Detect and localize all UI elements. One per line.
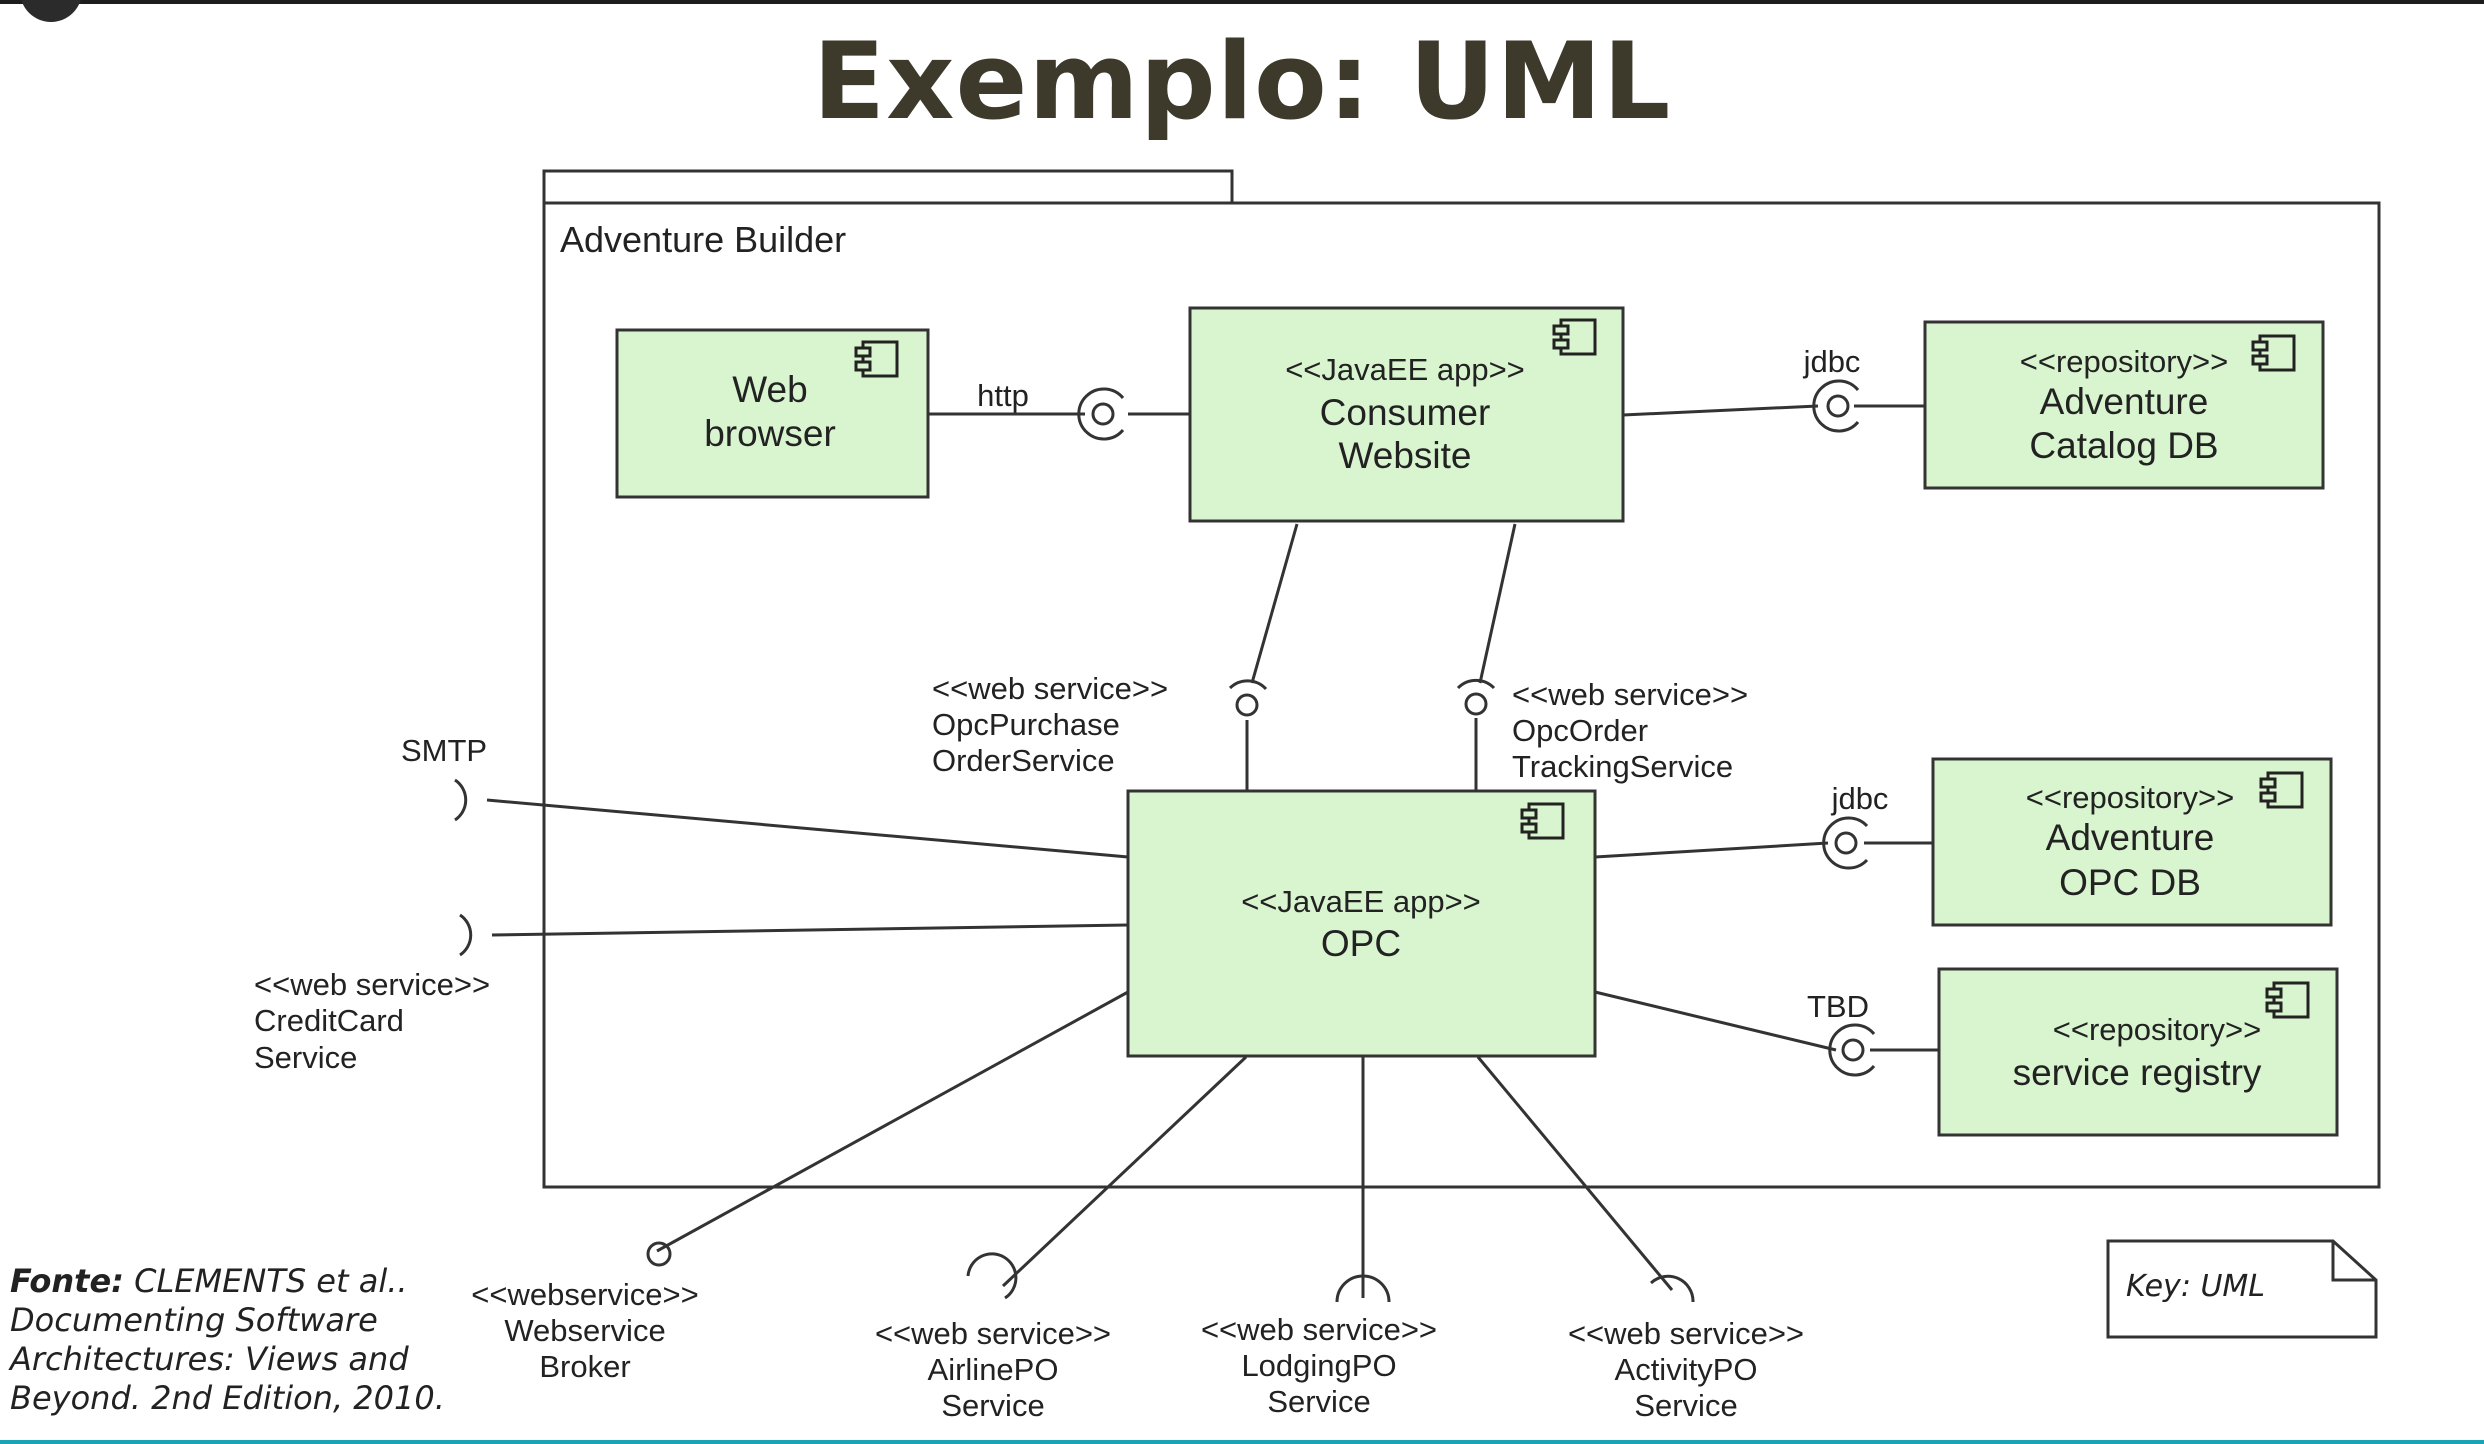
opc-db-name-1: Adventure: [2046, 817, 2215, 858]
activity-label-2: ActivityPO: [1615, 1352, 1758, 1387]
opc-db-name-2: OPC DB: [2059, 862, 2201, 903]
credit-card-label-1: <<web service>>: [254, 967, 490, 1002]
service-registry-component: <<repository>> service registry: [1937, 967, 2339, 1137]
catalog-db-name-1: Adventure: [2040, 381, 2209, 422]
connector-labels: http jdbc jdbc TBD SMTP <<web service>> …: [254, 344, 1888, 1423]
purchase-order-label-3: OrderService: [932, 743, 1115, 778]
purchase-order-label-1: <<web service>>: [932, 671, 1168, 706]
airline-socket: [966, 1252, 1018, 1300]
jdbc-opc-label: jdbc: [1831, 781, 1889, 816]
http-assembly: [1077, 387, 1125, 441]
record-indicator: [20, 0, 82, 22]
slide-title: Exemplo: UML: [812, 20, 1672, 143]
credit-card-label-3: Service: [254, 1040, 357, 1075]
airline-label-1: <<web service>>: [875, 1316, 1111, 1351]
opc-stereotype: <<JavaEE app>>: [1241, 884, 1481, 919]
broker-label-2: Webservice: [504, 1313, 665, 1348]
consumer-website-name-1: Consumer: [1320, 392, 1491, 433]
connections: [486, 404, 1939, 1298]
lodging-label-2: LodgingPO: [1241, 1348, 1396, 1383]
activity-socket: [1649, 1274, 1695, 1303]
jdbc-catalog-assembly: [1812, 379, 1860, 433]
source-citation: Fonte: CLEMENTS et al.. Documenting Soft…: [10, 1262, 470, 1418]
creditcard-socket: [459, 913, 473, 957]
tbd-label: TBD: [1807, 989, 1869, 1024]
consumer-website-stereotype: <<JavaEE app>>: [1285, 352, 1525, 387]
opc-db-component: <<repository>> Adventure OPC DB: [1931, 757, 2333, 927]
bottom-accent-line: [0, 1440, 2484, 1444]
opc-db-stereotype: <<repository>>: [2026, 780, 2235, 815]
web-browser-component: Web browser: [615, 328, 930, 499]
smtp-socket: [454, 778, 468, 822]
web-browser-name-1: Web: [732, 369, 807, 410]
purchase-order-label-2: OpcPurchase: [932, 707, 1120, 742]
source-label: Fonte:: [10, 1262, 124, 1300]
http-label: http: [977, 378, 1029, 413]
opc-component: <<JavaEE app>> OPC: [1126, 789, 1597, 1058]
key-label: Key: UML: [2126, 1269, 2265, 1304]
activity-label-1: <<web service>>: [1568, 1316, 1804, 1351]
service-registry-stereotype: <<repository>>: [2053, 1012, 2262, 1047]
consumer-website-name-2: Website: [1339, 435, 1472, 476]
broker-label-3: Broker: [539, 1349, 630, 1384]
airline-label-2: AirlinePO: [928, 1352, 1059, 1387]
top-bar: [0, 0, 2484, 4]
smtp-label: SMTP: [401, 733, 487, 768]
source-text: CLEMENTS et al.. Documenting Software Ar…: [10, 1262, 445, 1417]
broker-label-1: <<webservice>>: [471, 1277, 698, 1312]
order-tracking-label-3: TrackingService: [1512, 749, 1733, 784]
lodging-label-3: Service: [1267, 1384, 1370, 1419]
activity-label-3: Service: [1634, 1388, 1737, 1423]
credit-card-label-2: CreditCard: [254, 1003, 404, 1038]
jdbc-opc-assembly: [1822, 816, 1869, 870]
lodging-label-1: <<web service>>: [1201, 1312, 1437, 1347]
package-label: Adventure Builder: [560, 219, 846, 260]
opc-name: OPC: [1321, 923, 1401, 964]
catalog-db-component: <<repository>> Adventure Catalog DB: [1923, 320, 2325, 490]
order-tracking-assembly: [1456, 678, 1496, 716]
package-frame: Adventure Builder: [542, 169, 2381, 1189]
service-registry-name: service registry: [2013, 1052, 2262, 1093]
key-note: Key: UML: [2106, 1239, 2378, 1339]
tbd-assembly: [1828, 1023, 1876, 1077]
lodging-socket: [1335, 1274, 1391, 1303]
web-browser-name-2: browser: [704, 413, 836, 454]
jdbc-catalog-label: jdbc: [1803, 344, 1861, 379]
order-tracking-label-1: <<web service>>: [1512, 677, 1748, 712]
consumer-website-component: <<JavaEE app>> Consumer Website: [1188, 306, 1625, 523]
purchase-order-assembly: [1228, 679, 1268, 717]
catalog-db-name-2: Catalog DB: [2029, 425, 2218, 466]
broker-lollipop: [646, 1241, 672, 1267]
catalog-db-stereotype: <<repository>>: [2020, 344, 2229, 379]
order-tracking-label-2: OpcOrder: [1512, 713, 1648, 748]
airline-label-3: Service: [941, 1388, 1044, 1423]
